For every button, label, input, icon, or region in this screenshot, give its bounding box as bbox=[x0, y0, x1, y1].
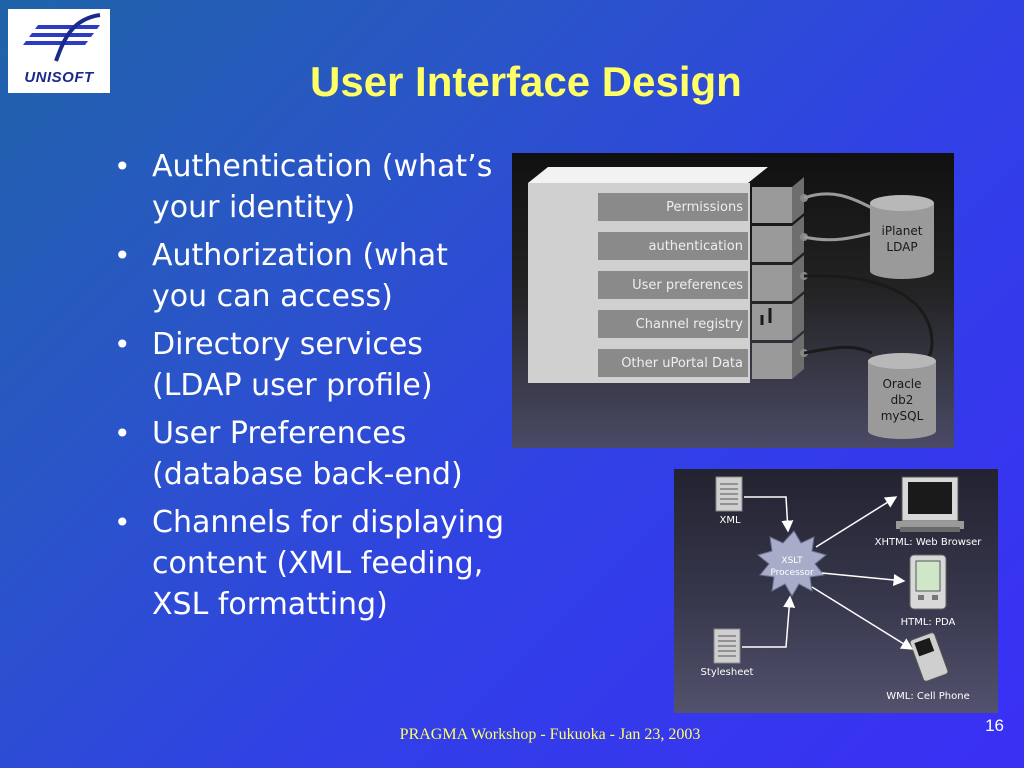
output-label: WML: Cell Phone bbox=[886, 691, 969, 702]
cell-phone-icon bbox=[909, 632, 949, 682]
slide-footer: PRAGMA Workshop - Fukuoka - Jan 23, 2003 bbox=[399, 726, 701, 743]
slab-top bbox=[528, 167, 768, 183]
logo-text: UNISOFT bbox=[24, 69, 94, 86]
portal-data-diagram: Permissions authentication User preferen… bbox=[512, 153, 954, 448]
sql-database-icon bbox=[868, 353, 936, 439]
xml-document-icon bbox=[715, 476, 743, 512]
layer-label: User preferences bbox=[632, 278, 743, 293]
sql-label: mySQL bbox=[881, 409, 924, 423]
bullet-list: Authentication (what’s your identity) Au… bbox=[112, 146, 512, 632]
connector-blocks bbox=[752, 177, 804, 379]
layer-bars bbox=[598, 193, 748, 377]
layer-label: Permissions bbox=[666, 200, 743, 215]
layer-label: Channel registry bbox=[636, 317, 744, 332]
ldap-label: LDAP bbox=[886, 240, 917, 254]
bullet-item: Directory services (LDAP user profile) bbox=[112, 324, 512, 406]
unisoft-logo: UNISOFT bbox=[8, 9, 110, 93]
stylesheet-label: Stylesheet bbox=[701, 667, 754, 678]
web-browser-computer-icon bbox=[896, 476, 964, 532]
stylesheet-document-icon bbox=[713, 628, 741, 664]
pda-icon bbox=[909, 554, 947, 610]
ldap-database-icon bbox=[870, 195, 934, 279]
xml-label: XML bbox=[719, 515, 740, 526]
output-label: XHTML: Web Browser bbox=[875, 537, 983, 548]
bullet-item: Authorization (what you can access) bbox=[112, 235, 512, 317]
sql-label: db2 bbox=[891, 393, 914, 407]
ldap-label: iPlanet bbox=[882, 224, 923, 238]
bullet-item: Authentication (what’s your identity) bbox=[112, 146, 512, 228]
output-label: HTML: PDA bbox=[901, 617, 956, 628]
bullet-item: User Preferences (database back-end) bbox=[112, 413, 512, 495]
layer-label: authentication bbox=[648, 239, 743, 254]
sql-label: Oracle bbox=[882, 377, 921, 391]
slide-title: User Interface Design bbox=[310, 58, 742, 105]
xslt-label: Processor bbox=[770, 568, 814, 578]
layer-label: Other uPortal Data bbox=[621, 356, 743, 371]
flow-arrows bbox=[742, 496, 914, 650]
xslt-label: XSLT bbox=[781, 556, 803, 566]
page-number: 16 bbox=[985, 716, 1004, 735]
bullet-item: Channels for displaying content (XML fee… bbox=[112, 502, 512, 625]
logo-mark-icon bbox=[18, 13, 101, 62]
xslt-diagram: XML Stylesheet XHTML: Web Browser HTML: … bbox=[674, 469, 998, 713]
